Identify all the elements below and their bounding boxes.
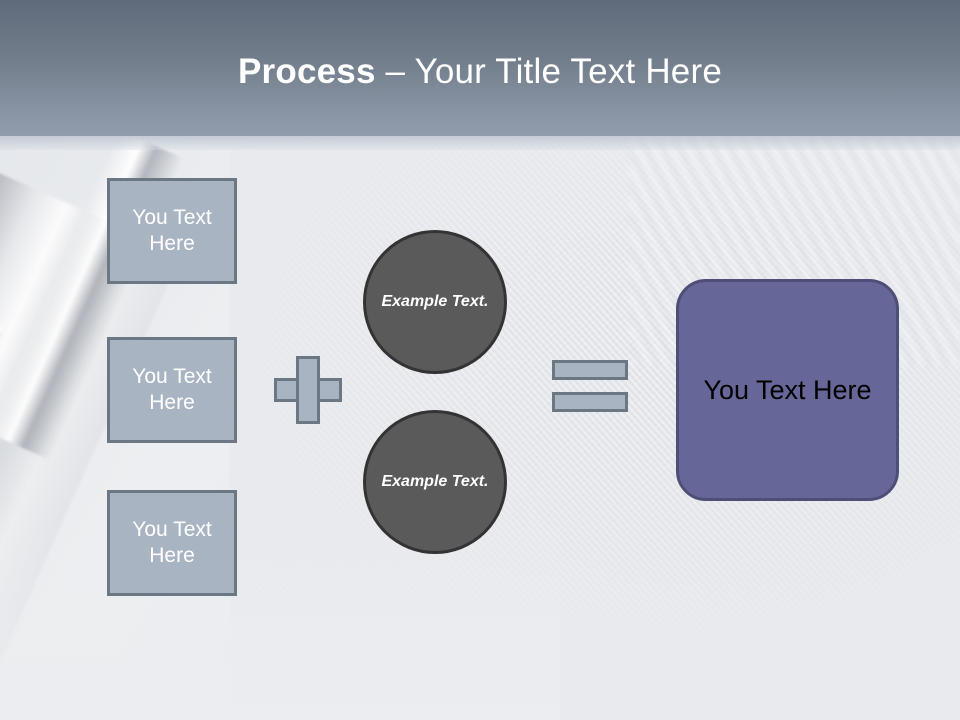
plus-operator-icon [274, 356, 342, 424]
input-box-2-label: You Text Here [132, 365, 212, 414]
title-underband [0, 136, 960, 150]
input-box-3-label: You Text Here [132, 518, 212, 567]
example-circle-2[interactable]: Example Text. [363, 410, 507, 554]
input-box-3[interactable]: You Text Here [107, 490, 237, 596]
page-title: Process – Your Title Text Here [0, 50, 960, 94]
page-title-bold: Process [238, 52, 376, 91]
background-bottom-fade [0, 520, 560, 720]
title-band [0, 0, 960, 136]
equals-operator-icon [552, 360, 628, 412]
result-box[interactable]: You Text Here [676, 279, 899, 501]
page-title-rest: – Your Title Text Here [375, 52, 722, 91]
input-box-1-label: You Text Here [132, 206, 212, 255]
input-box-2[interactable]: You Text Here [107, 337, 237, 443]
equals-bottom-bar [552, 392, 628, 412]
example-circle-1[interactable]: Example Text. [363, 230, 507, 374]
plus-center-fill [299, 381, 317, 399]
example-circle-1-label: Example Text. [381, 293, 489, 310]
result-box-label: You Text Here [703, 375, 872, 405]
example-circle-2-label: Example Text. [381, 473, 489, 490]
input-box-1[interactable]: You Text Here [107, 178, 237, 284]
equals-top-bar [552, 360, 628, 380]
